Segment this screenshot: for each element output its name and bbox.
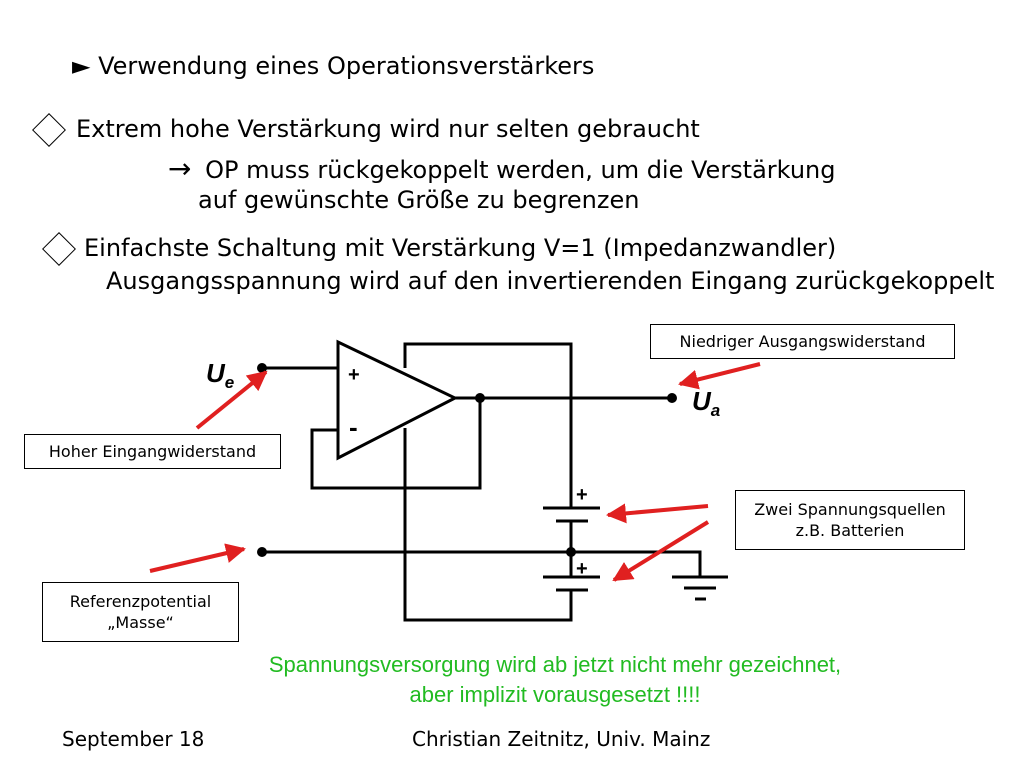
battery-bottom-plus-sign: +	[576, 558, 588, 580]
battery-top-plus-sign: +	[576, 484, 588, 506]
footer-date: September 18	[62, 727, 205, 751]
bullet-1-line-3: auf gewünschte Größe zu begrenzen	[198, 186, 640, 214]
voltage-sources-callout: Zwei Spannungsquellen z.B. Batterien	[735, 490, 965, 550]
bullet-1-consequence: → OP muss rückgekoppelt werden, um die V…	[168, 152, 835, 185]
output-voltage-label: Ua	[692, 386, 721, 421]
noninverting-input-sign: +	[348, 364, 360, 386]
slide-title: ► Verwendung eines Operationsverstärkers	[72, 52, 595, 80]
ground-terminal-dot	[257, 547, 267, 557]
ground-wire	[262, 550, 702, 577]
reference-potential-callout: Referenzpotential „Masse“	[42, 582, 239, 642]
bullet-1-text: Extrem hohe Verstärkung wird nur selten …	[76, 115, 700, 143]
supply-note-line-2: aber implizit vorausgesetzt !!!!	[409, 682, 701, 707]
supply-negative-wire	[403, 428, 573, 622]
output-junction-dot	[475, 393, 485, 403]
right-arrow-icon: →	[168, 152, 192, 185]
arrow-to-battery-top	[606, 503, 709, 524]
supply-positive-wire	[403, 342, 573, 508]
bullet-1-line-2: OP muss rückgekoppelt werden, um die Ver…	[205, 156, 836, 184]
input-terminal-dot	[257, 363, 267, 373]
arrow-to-input	[195, 370, 268, 430]
output-terminal-dot	[667, 393, 677, 403]
bullet-2-line-2: Ausgangsspannung wird auf den invertiere…	[106, 267, 995, 295]
footer-author: Christian Zeitnitz, Univ. Mainz	[412, 727, 711, 751]
input-voltage-label: Ue	[206, 358, 235, 393]
opamp-triangle	[336, 339, 459, 461]
feedback-wire	[310, 398, 482, 490]
battery-junction-dot	[566, 547, 576, 557]
arrow-to-ground	[149, 543, 246, 573]
inverting-input-sign: -	[349, 412, 358, 442]
bullet-2-text: Einfachste Schaltung mit Verstärkung V=1…	[84, 234, 837, 262]
supply-note-line-1: Spannungsversorgung wird ab jetzt nicht …	[268, 652, 842, 677]
arrow-to-battery-bottom	[612, 520, 710, 582]
arrow-to-output	[678, 362, 761, 390]
input-resistance-callout: Hoher Eingangwiderstand	[24, 434, 281, 469]
output-resistance-callout: Niedriger Ausgangswiderstand	[650, 324, 955, 359]
